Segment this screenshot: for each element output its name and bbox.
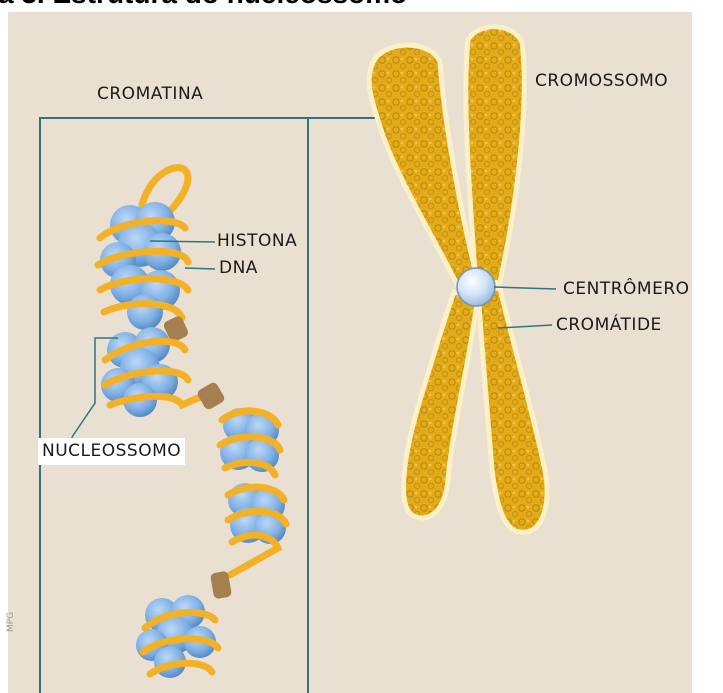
centromere-shape xyxy=(457,268,495,306)
image-credit: MPG xyxy=(6,612,16,632)
dna-label: DNA xyxy=(219,260,258,277)
nucleosome-label: NUCLEOSSOMO xyxy=(38,438,185,465)
chromosome-label: CROMOSSOMO xyxy=(535,73,668,90)
centromere-label: CENTRÔMERO xyxy=(563,281,690,298)
histone-label: HISTONA xyxy=(217,233,297,250)
nucleosome-1 xyxy=(98,202,188,330)
nucleosome-5 xyxy=(136,595,218,678)
nucleosome-3 xyxy=(220,408,280,475)
chromatid-label: CROMÁTIDE xyxy=(556,317,662,334)
chromosome-shape xyxy=(369,27,547,533)
chromatin-label: CROMATINA xyxy=(97,86,203,103)
nucleosome-2 xyxy=(101,327,205,417)
nucleosome-4 xyxy=(228,483,286,575)
